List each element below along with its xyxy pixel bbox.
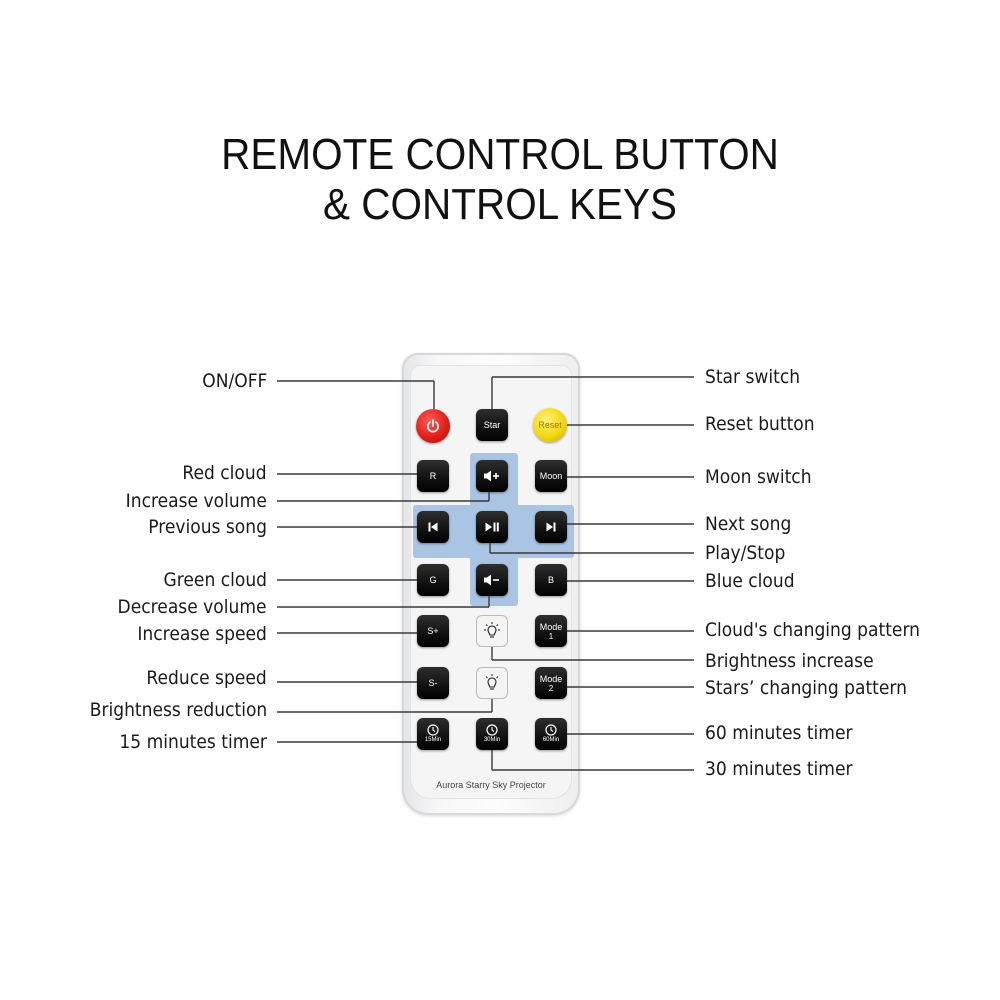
label-on-off: ON/OFF [201,370,267,392]
page-title: REMOTE CONTROL BUTTON & CONTROL KEYS [40,130,960,230]
brightness-up-button[interactable] [476,615,508,647]
power-icon [426,419,440,433]
s-plus-label: S+ [427,625,439,636]
r-button-label: R [429,470,437,481]
label-increase-speed: Increase speed [137,623,267,645]
label-stars-pattern: Stars’ changing pattern [705,677,907,699]
volume-down-button[interactable] [476,564,508,596]
previous-button[interactable] [417,511,449,543]
label-blue-cloud: Blue cloud [705,570,795,592]
star-button-label: Star [483,419,501,430]
timer-60-button[interactable]: 60Min [535,718,567,750]
play-pause-icon [485,522,499,532]
label-red-cloud: Red cloud [182,462,267,484]
power-button[interactable] [416,409,450,443]
label-previous-song: Previous song [148,516,267,538]
label-timer-30: 30 minutes timer [705,758,853,780]
label-moon-switch: Moon switch [705,466,812,488]
timer-30-label: 30Min [483,737,501,743]
timer-30-button[interactable]: 30Min [476,718,508,750]
b-button-label: B [547,574,554,585]
reset-button[interactable]: Reset [533,408,567,442]
label-star-switch: Star switch [705,366,801,388]
label-play-stop: Play/Stop [705,542,786,564]
star-mode-button[interactable]: Mode 2 [535,667,567,699]
cloud-mode-button[interactable]: Mode 1 [535,615,567,647]
green-cloud-button[interactable]: G [417,564,449,596]
label-brightness-reduction: Brightness reduction [89,699,267,721]
label-brightness-increase: Brightness increase [705,650,874,672]
g-button-label: G [429,574,437,585]
label-timer-60: 60 minutes timer [705,722,853,744]
mode2-number: 2 [548,683,554,693]
label-increase-volume: Increase volume [125,490,267,512]
bulb-icon [485,674,499,690]
timer-15-label: 15Min [424,737,442,743]
mode1-number: 1 [548,631,554,641]
clock-icon [427,724,439,736]
next-button[interactable] [535,511,567,543]
label-cloud-pattern: Cloud's changing pattern [705,619,921,641]
volume-up-button[interactable] [476,460,508,492]
previous-icon [428,522,438,532]
mode1-label: Mode [539,621,563,632]
next-icon [546,522,556,532]
timer-15-button[interactable]: 15Min [417,718,449,750]
speed-down-button[interactable]: S- [417,667,449,699]
red-cloud-button[interactable]: R [417,460,449,492]
volume-up-icon [484,470,499,482]
blue-cloud-button[interactable]: B [535,564,567,596]
moon-button[interactable]: Moon [535,460,567,492]
star-button[interactable]: Star [476,409,508,441]
label-reduce-speed: Reduce speed [146,667,267,689]
label-reset-button: Reset button [705,413,815,435]
title-line-1: REMOTE CONTROL BUTTON [221,130,779,179]
volume-down-icon [484,574,499,586]
play-pause-button[interactable] [476,511,508,543]
label-next-song: Next song [705,513,792,535]
brightness-down-button[interactable] [476,667,508,699]
speed-up-button[interactable]: S+ [417,615,449,647]
label-timer-15: 15 minutes timer [119,731,267,753]
label-decrease-volume: Decrease volume [118,596,267,618]
mode2-label: Mode [539,673,563,684]
remote-brand-text: Aurora Starry Sky Projector [436,780,546,790]
moon-button-label: Moon [539,470,563,481]
title-line-2: & CONTROL KEYS [323,180,677,229]
timer-60-label: 60Min [542,737,560,743]
label-green-cloud: Green cloud [163,569,267,591]
reset-button-label: Reset [538,419,562,430]
clock-icon [545,724,557,736]
s-minus-label: S- [428,677,438,688]
clock-icon [486,724,498,736]
bulb-icon [484,622,500,638]
